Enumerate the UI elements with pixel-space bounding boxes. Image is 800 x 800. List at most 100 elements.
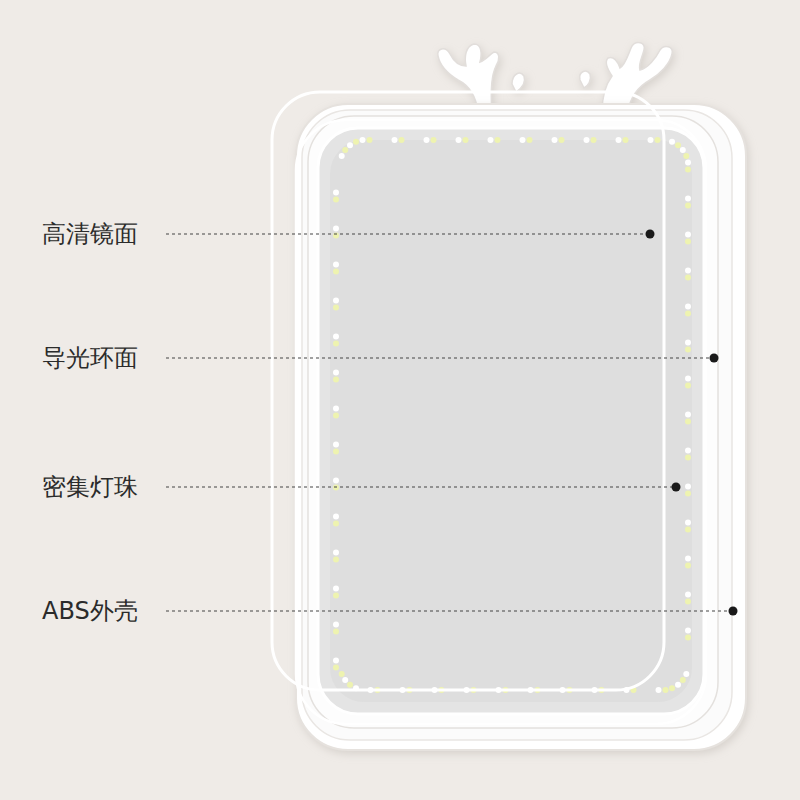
led-bead: [333, 658, 339, 664]
led-bead: [333, 557, 339, 563]
led-bead: [559, 137, 565, 143]
led-bead: [675, 682, 681, 688]
led-bead: [685, 491, 691, 497]
led-bead: [333, 370, 339, 376]
led-bead: [333, 197, 339, 203]
led-bead: [663, 687, 669, 693]
led-bead: [656, 687, 662, 693]
led-bead: [333, 334, 339, 340]
led-bead: [685, 628, 691, 634]
led-bead: [333, 262, 339, 268]
led-bead: [347, 142, 353, 148]
led-bead: [616, 137, 622, 143]
led-bead: [456, 137, 462, 143]
led-bead: [347, 682, 353, 688]
led-bead: [685, 167, 691, 173]
led-bead: [685, 527, 691, 533]
led-bead: [685, 196, 691, 202]
led-bead: [342, 677, 348, 683]
led-bead: [333, 629, 339, 635]
led-bead: [463, 137, 469, 143]
led-bead: [685, 304, 691, 310]
leader-dots: [646, 230, 738, 616]
led-beads: [333, 137, 691, 693]
led-bead: [669, 685, 675, 691]
led-bead: [685, 455, 691, 461]
led-bead: [333, 226, 339, 232]
led-bead: [495, 137, 501, 143]
led-bead: [685, 203, 691, 209]
led-bead: [333, 665, 339, 671]
led-bead: [342, 147, 348, 153]
shell-rim: [302, 110, 732, 740]
mirror-inner: [330, 140, 692, 702]
led-bead: [520, 137, 526, 143]
led-bead: [685, 160, 691, 166]
led-bead: [392, 137, 398, 143]
led-bead: [683, 671, 689, 677]
part-label: 导光环面: [42, 346, 138, 370]
led-bead: [685, 232, 691, 238]
led-bead: [685, 268, 691, 274]
led-bead: [333, 550, 339, 556]
led-bead: [675, 142, 681, 148]
led-bead: [333, 622, 339, 628]
led-bead: [685, 376, 691, 382]
led-bead: [685, 635, 691, 641]
led-bead: [655, 137, 661, 143]
led-bead: [333, 305, 339, 311]
led-bead: [685, 347, 691, 353]
antler: [438, 43, 673, 112]
led-bead: [367, 137, 373, 143]
led-bead: [333, 377, 339, 383]
led-bead: [333, 514, 339, 520]
led-bead: [360, 137, 366, 143]
led-bead: [591, 137, 597, 143]
led-bead: [424, 137, 430, 143]
led-bead: [333, 298, 339, 304]
ring-outline: [296, 120, 706, 724]
led-bead: [527, 137, 533, 143]
led-bead: [431, 137, 437, 143]
led-bead: [333, 341, 339, 347]
led-bead: [339, 671, 345, 677]
led-bead: [333, 521, 339, 527]
led-bead: [685, 419, 691, 425]
led-bead: [683, 153, 689, 159]
abs-shell: [296, 104, 746, 750]
led-bead: [685, 520, 691, 526]
led-bead: [685, 412, 691, 418]
led-bead: [685, 383, 691, 389]
led-bead: [685, 563, 691, 569]
led-bead: [333, 406, 339, 412]
led-bead: [333, 478, 339, 484]
led-bead: [333, 449, 339, 455]
led-bead: [552, 137, 558, 143]
led-bead: [669, 139, 675, 145]
mirror-face: [318, 128, 704, 714]
led-bead: [584, 137, 590, 143]
led-bead: [399, 137, 405, 143]
light-guide-ring: [308, 116, 718, 728]
led-bead: [333, 442, 339, 448]
led-bead: [648, 137, 654, 143]
led-bead: [353, 139, 359, 145]
led-bead: [333, 190, 339, 196]
led-bead: [685, 448, 691, 454]
led-bead: [685, 592, 691, 598]
leader-lines: [166, 234, 731, 611]
led-bead: [333, 593, 339, 599]
part-label: ABS外壳: [42, 599, 138, 623]
part-label: 密集灯珠: [42, 475, 138, 499]
led-bead: [685, 484, 691, 490]
led-bead: [685, 311, 691, 317]
led-bead: [333, 413, 339, 419]
led-bead: [685, 340, 691, 346]
led-bead: [680, 677, 686, 683]
led-bead: [623, 137, 629, 143]
led-bead: [685, 599, 691, 605]
led-bead: [339, 153, 345, 159]
led-bead: [488, 137, 494, 143]
led-bead: [333, 586, 339, 592]
